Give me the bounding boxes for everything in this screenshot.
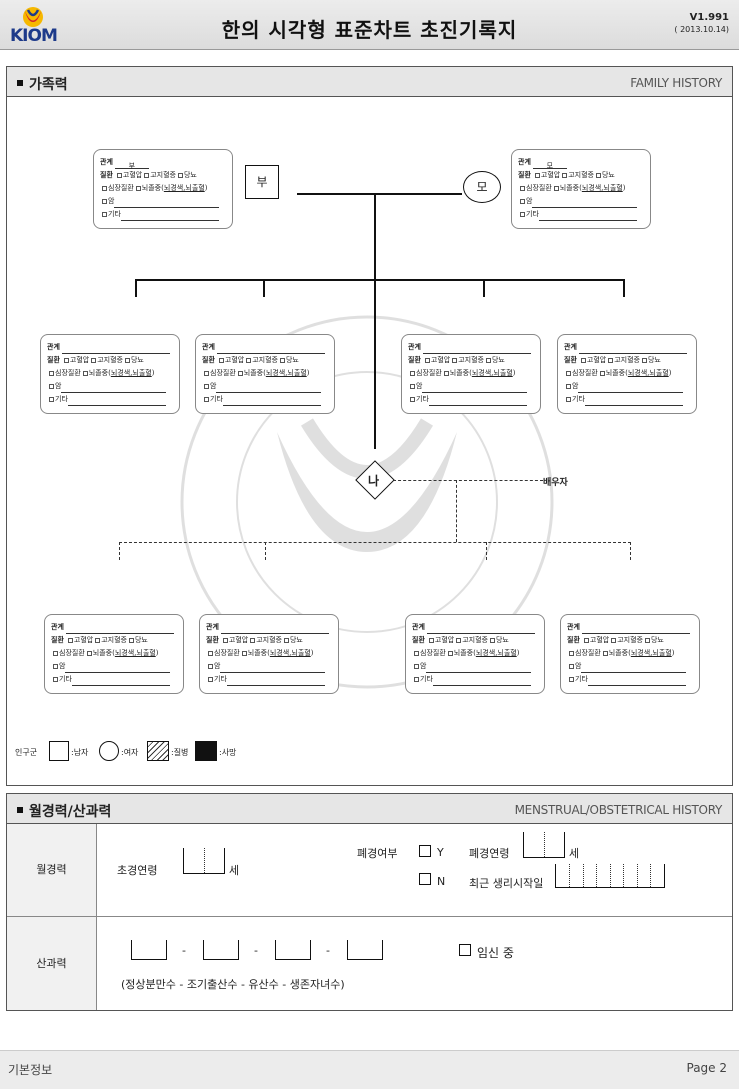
legend-female-label: :여자	[121, 748, 139, 757]
page-footer: 기본정보 Page 2	[0, 1050, 739, 1089]
menopause-age-input[interactable]	[523, 832, 565, 858]
pregnant-checkbox[interactable]	[459, 944, 471, 956]
menarche-age-unit: 세	[229, 864, 240, 877]
document-title: 한의 시각형 표준차트 초진기록지	[221, 18, 518, 42]
version-info: V1.991 ( 2013.10.14)	[674, 12, 729, 36]
menstrual-obstetrical-section: 월경력/산과력 MENSTRUAL/OBSTETRICAL HISTORY 월경…	[6, 793, 733, 1011]
version-number: V1.991	[689, 12, 729, 23]
pregnant-label: 임신 중	[477, 946, 514, 960]
dash-1: -	[182, 944, 186, 957]
menstrual-title-eng: MENSTRUAL/OBSTETRICAL HISTORY	[514, 803, 723, 817]
legend-male-square-icon	[49, 741, 69, 761]
legend-death-fill-icon	[195, 741, 217, 761]
menopause-age-unit: 세	[569, 847, 580, 860]
kiom-logo-icon	[23, 7, 43, 27]
legend-title: 인구군	[15, 748, 38, 757]
abortion-input[interactable]	[275, 940, 311, 960]
dash-2: -	[254, 944, 258, 957]
footer-section-name: 기본정보	[8, 1063, 53, 1077]
menstrual-grid: 월경력 산과력 초경연령 세 폐경여부 Y N 폐경연령 세 최근 생리시작일 …	[7, 824, 732, 1010]
obstetric-row-label: 산과력	[7, 917, 97, 1010]
obstetric-caption: (정상분만수 - 조기출산수 - 유산수 - 생존자녀수)	[121, 978, 345, 991]
legend-death-label: :사망	[219, 748, 237, 757]
father-relation-value[interactable]: 부	[114, 160, 149, 170]
mother-relation-value[interactable]: 모	[532, 160, 567, 170]
father-symbol[interactable]: 부	[245, 165, 279, 199]
menopause-yes-checkbox[interactable]	[419, 845, 431, 857]
legend-disease-hatch-icon	[147, 741, 169, 761]
self-label: 나	[368, 474, 380, 488]
family-history-header: 가족력 FAMILY HISTORY	[7, 67, 732, 97]
last-period-input[interactable]	[555, 864, 665, 888]
mother-symbol[interactable]: 모	[463, 171, 501, 203]
last-period-label: 최근 생리시작일	[469, 877, 544, 890]
menstrual-title: 월경력/산과력	[17, 801, 111, 821]
family-history-title-eng: FAMILY HISTORY	[630, 76, 722, 90]
menopause-status-label: 폐경여부	[357, 847, 398, 860]
menarche-age-input[interactable]	[183, 848, 225, 874]
menopause-yes-label: Y	[437, 846, 444, 859]
spouse-label[interactable]: 배우자	[543, 478, 568, 488]
normal-delivery-input[interactable]	[131, 940, 167, 960]
menopause-age-label: 폐경연령	[469, 847, 510, 860]
page-header: KIOM 한의 시각형 표준차트 초진기록지 V1.991 ( 2013.10.…	[0, 0, 739, 50]
menopause-no-label: N	[437, 875, 446, 888]
menarche-age-label: 초경연령	[117, 864, 158, 877]
legend-disease-label: :질병	[171, 748, 189, 757]
premature-birth-input[interactable]	[203, 940, 239, 960]
footer-page-number: Page 2	[686, 1061, 728, 1075]
living-children-input[interactable]	[347, 940, 383, 960]
kiom-logo: KIOM	[6, 4, 86, 48]
family-history-section: 가족력 FAMILY HISTORY 부 모 나 배우자	[6, 66, 733, 786]
dash-3: -	[326, 944, 330, 957]
legend-female-circle-icon	[99, 741, 119, 761]
logo-text: KIOM	[10, 26, 58, 46]
family-history-title: 가족력	[17, 74, 68, 94]
version-date: ( 2013.10.14)	[674, 25, 729, 34]
legend-male-label: :남자	[71, 748, 89, 757]
menopause-no-checkbox[interactable]	[419, 873, 431, 885]
menstrual-row-label: 월경력	[7, 824, 97, 916]
menstrual-header: 월경력/산과력 MENSTRUAL/OBSTETRICAL HISTORY	[7, 794, 732, 824]
